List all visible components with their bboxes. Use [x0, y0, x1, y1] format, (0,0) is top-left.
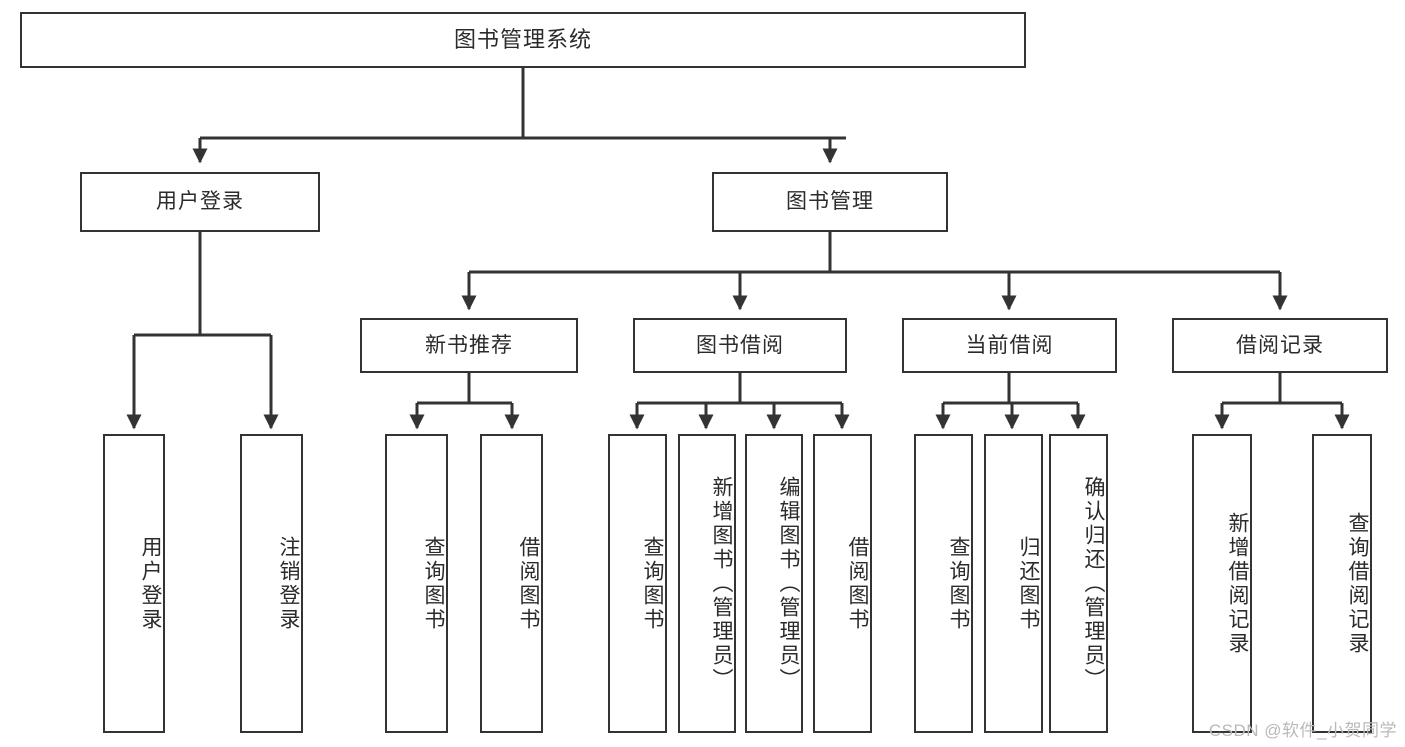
node-root-label: 图书管理系统 — [453, 26, 592, 52]
node-book-management-label: 图书管理 — [786, 190, 874, 214]
leaf-add-borrow-record-label: 新增借阅记录 — [1226, 511, 1249, 656]
node-user-login[interactable]: 用户登录 — [80, 172, 320, 232]
leaf-query-borrow-record-label: 查询借阅记录 — [1346, 511, 1369, 656]
leaf-query-book-1[interactable]: 查询图书 — [385, 434, 448, 733]
leaf-borrow-book-1[interactable]: 借阅图书 — [480, 434, 543, 733]
leaf-confirm-return[interactable]: 确认归还（管理员） — [1049, 434, 1108, 733]
node-book-management[interactable]: 图书管理 — [712, 172, 948, 232]
leaf-query-book-2[interactable]: 查询图书 — [608, 434, 667, 733]
leaf-return-book[interactable]: 归还图书 — [984, 434, 1043, 733]
node-current-borrow-label: 当前借阅 — [965, 333, 1054, 357]
leaf-borrow-book-1-label: 借阅图书 — [517, 535, 540, 632]
leaf-query-borrow-record[interactable]: 查询借阅记录 — [1312, 434, 1372, 733]
node-book-borrow[interactable]: 图书借阅 — [633, 318, 847, 373]
leaf-add-book-label: 新增图书（管理员） — [710, 475, 733, 692]
node-borrow-record-label: 借阅记录 — [1236, 333, 1324, 357]
node-root[interactable]: 图书管理系统 — [20, 12, 1026, 68]
leaf-query-book-2-label: 查询图书 — [641, 535, 664, 632]
node-book-borrow-label: 图书借阅 — [696, 333, 784, 357]
leaf-user-login-label: 用户登录 — [139, 535, 162, 632]
leaf-edit-book[interactable]: 编辑图书（管理员） — [745, 434, 803, 733]
leaf-borrow-book-2-label: 借阅图书 — [846, 535, 869, 632]
node-new-book-recommend[interactable]: 新书推荐 — [360, 318, 578, 373]
leaf-query-book-3[interactable]: 查询图书 — [914, 434, 973, 733]
leaf-edit-book-label: 编辑图书（管理员） — [777, 475, 800, 692]
leaf-user-login[interactable]: 用户登录 — [103, 434, 165, 733]
node-user-login-label: 用户登录 — [156, 190, 244, 214]
leaf-query-book-1-label: 查询图书 — [422, 535, 445, 632]
node-current-borrow[interactable]: 当前借阅 — [902, 318, 1117, 373]
leaf-logout-login[interactable]: 注销登录 — [240, 434, 303, 733]
node-borrow-record[interactable]: 借阅记录 — [1172, 318, 1388, 373]
leaf-borrow-book-2[interactable]: 借阅图书 — [813, 434, 872, 733]
leaf-add-borrow-record[interactable]: 新增借阅记录 — [1192, 434, 1252, 733]
leaf-confirm-return-label: 确认归还（管理员） — [1082, 475, 1105, 692]
leaf-add-book[interactable]: 新增图书（管理员） — [678, 434, 736, 733]
leaf-return-book-label: 归还图书 — [1017, 535, 1040, 632]
leaf-logout-login-label: 注销登录 — [277, 535, 300, 632]
watermark: CSDN @软件_小贺同学 — [1208, 721, 1397, 740]
node-new-book-recommend-label: 新书推荐 — [425, 333, 513, 357]
leaf-query-book-3-label: 查询图书 — [947, 535, 970, 632]
